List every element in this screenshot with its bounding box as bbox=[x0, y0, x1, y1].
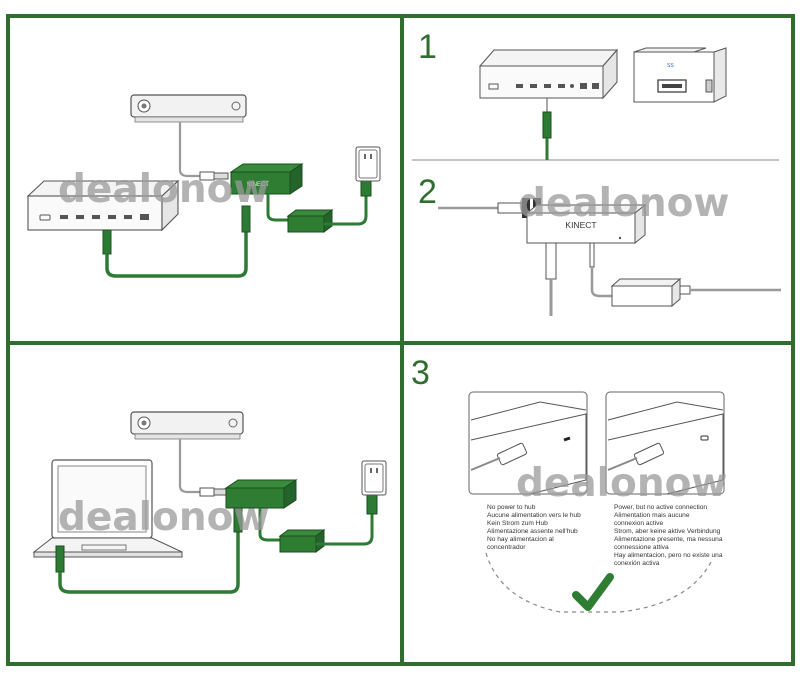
svg-text:Alimentazione presente, ma nes: Alimentazione presente, ma nessuna bbox=[614, 536, 723, 543]
usb-port-closeup: SS bbox=[633, 47, 727, 103]
panel-steps-1-2: 1 SS 2 bbox=[418, 28, 781, 316]
svg-text:Strom, aber keine aktive Verbi: Strom, aber keine aktive Verbindung bbox=[614, 528, 721, 535]
power-adapter bbox=[286, 209, 334, 233]
svg-text:Hay alimentacion, pero no exis: Hay alimentacion, pero no existe una bbox=[614, 552, 723, 559]
caption-power-no-connection: Power, but no active connection Alimenta… bbox=[614, 504, 723, 567]
watermark-top-left: dealonow bbox=[58, 167, 269, 212]
svg-text:Aucune alimentation vers le hu: Aucune alimentation vers le hub bbox=[487, 512, 581, 519]
kinect-sensor bbox=[130, 94, 247, 123]
svg-text:connessione attiva: connessione attiva bbox=[614, 544, 669, 551]
step-number-3: 3 bbox=[411, 354, 430, 392]
hub-label-kinect-white: KINECT bbox=[565, 220, 596, 230]
panel-pc-setup bbox=[32, 411, 387, 594]
usb-ss-label: SS bbox=[667, 63, 674, 69]
indicator-power-no-connection bbox=[605, 391, 725, 495]
panel-console-setup: KINECT bbox=[26, 94, 381, 278]
xbox-console bbox=[26, 179, 180, 232]
checkmark-icon bbox=[572, 573, 614, 611]
step-number-2: 2 bbox=[418, 173, 437, 211]
wall-outlet-pc bbox=[361, 460, 387, 496]
console-back-view bbox=[478, 48, 619, 100]
panel-step-3: 3 No power to hub Aucune alimentation ve… bbox=[411, 354, 725, 613]
svg-text:Power, but no active connectio: Power, but no active connection bbox=[614, 504, 707, 511]
power-adapter-white bbox=[610, 277, 691, 308]
svg-text:Alimentazione assente nell'hub: Alimentazione assente nell'hub bbox=[487, 528, 578, 535]
svg-text:Alimentation mais aucune: Alimentation mais aucune bbox=[614, 512, 690, 519]
kinect-sensor-pc bbox=[130, 411, 244, 440]
wall-outlet bbox=[355, 146, 381, 182]
svg-text:conexión activa: conexión activa bbox=[614, 560, 660, 567]
watermark-bottom-left: dealonow bbox=[58, 495, 269, 540]
svg-text:No power to hub: No power to hub bbox=[487, 504, 536, 511]
watermark-top-right: dealonow bbox=[518, 181, 729, 226]
watermark-bottom-right: dealonow bbox=[516, 461, 727, 506]
indicator-no-power bbox=[468, 391, 588, 495]
power-adapter-pc bbox=[278, 529, 326, 553]
laptop bbox=[32, 459, 183, 558]
caption-no-power: No power to hub Aucune alimentation vers… bbox=[487, 504, 581, 551]
svg-text:concentrador: concentrador bbox=[487, 544, 526, 551]
hub-label-kinect: KINECT bbox=[247, 182, 269, 188]
svg-text:Kein Strom zum Hub: Kein Strom zum Hub bbox=[487, 520, 548, 527]
svg-text:No hay alimentacion al: No hay alimentacion al bbox=[487, 536, 554, 543]
svg-text:connexion active: connexion active bbox=[614, 520, 663, 527]
kinect-hub-green: KINECT bbox=[229, 163, 304, 195]
kinect-hub-white: KINECT bbox=[525, 203, 647, 245]
dashed-guide bbox=[485, 552, 713, 613]
step-number-1: 1 bbox=[418, 28, 437, 66]
kinect-hub-green-pc bbox=[224, 479, 298, 509]
